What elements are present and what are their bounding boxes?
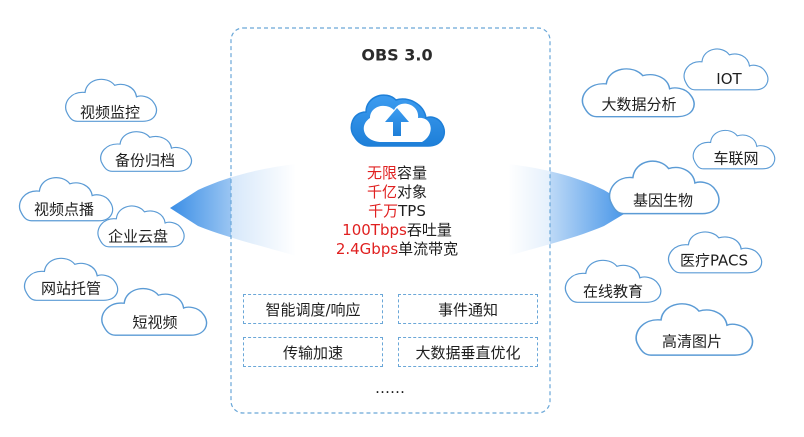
feature-highlight: 100Tbps xyxy=(342,221,407,239)
feature-capacity: 无限容量 xyxy=(367,164,427,183)
feature-text: 吞吐量 xyxy=(406,221,452,239)
capability-big-data-optimization: 大数据垂直优化 xyxy=(398,337,538,367)
capability-scheduling: 智能调度/响应 xyxy=(243,294,383,324)
cloud-short-video: 短视频 xyxy=(132,313,178,332)
feature-highlight: 千万 xyxy=(368,202,399,220)
feature-text: 对象 xyxy=(397,183,428,201)
feature-text: 容量 xyxy=(397,164,428,182)
feature-text: 单流带宽 xyxy=(398,240,459,258)
capability-transfer-acceleration: 传输加速 xyxy=(243,337,383,367)
cloud-web-hosting: 网站托管 xyxy=(40,279,102,298)
feature-highlight: 无限 xyxy=(366,164,397,182)
feature-tps: 千万TPS xyxy=(368,202,426,221)
feature-throughput: 100Tbps吞吐量 xyxy=(342,221,452,240)
feature-text: TPS xyxy=(398,202,426,220)
feature-objects: 千亿对象 xyxy=(367,183,427,202)
cloud-genomics: 基因生物 xyxy=(632,191,694,210)
ellipsis: …… xyxy=(375,379,405,397)
cloud-iot: IOT xyxy=(716,70,742,88)
cloud-hd-images: 高清图片 xyxy=(661,332,723,351)
cloud-online-education: 在线教育 xyxy=(582,282,644,301)
cloud-pacs: 医疗PACS xyxy=(679,251,749,270)
cloud-video-on-demand: 视频点播 xyxy=(33,200,95,219)
capability-event-notification: 事件通知 xyxy=(398,294,538,324)
cloud-upload-icon xyxy=(350,94,446,147)
cloud-backup-archive: 备份归档 xyxy=(114,151,176,170)
feature-bandwidth: 2.4Gbps单流带宽 xyxy=(336,240,458,259)
feature-highlight: 千亿 xyxy=(366,183,397,201)
feature-highlight: 2.4Gbps xyxy=(335,240,399,258)
cloud-enterprise-drive: 企业云盘 xyxy=(107,227,169,246)
cloud-iov: 车联网 xyxy=(713,149,759,168)
cloud-big-data: 大数据分析 xyxy=(601,95,677,114)
cloud-video-surveillance: 视频监控 xyxy=(79,103,141,122)
panel-title: OBS 3.0 xyxy=(361,45,433,65)
